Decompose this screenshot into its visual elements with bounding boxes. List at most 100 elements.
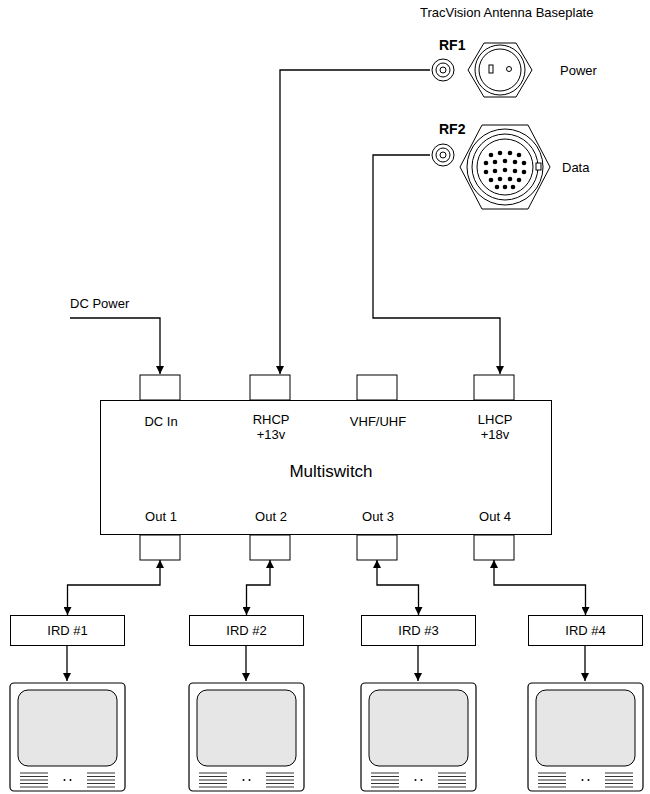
vent — [87, 787, 115, 788]
port-label: RHCP +13v — [253, 412, 290, 442]
port-label: VHF/UHF — [350, 414, 406, 429]
tv-screen — [197, 690, 296, 766]
wire — [70, 70, 500, 374]
vent — [371, 773, 399, 774]
data-connector — [460, 125, 550, 209]
port-label: Out 1 — [145, 509, 177, 524]
pin — [493, 160, 498, 165]
pin — [522, 170, 527, 175]
vent — [87, 776, 115, 777]
vent — [266, 776, 294, 777]
port-label: DC In — [144, 414, 177, 429]
knob — [243, 779, 245, 781]
vent — [438, 776, 466, 777]
vent — [20, 773, 48, 774]
vent — [199, 780, 227, 781]
vent — [20, 787, 48, 788]
pin — [513, 169, 518, 174]
vent — [199, 787, 227, 788]
port-label: LHCP +18v — [478, 412, 512, 442]
pin — [503, 185, 508, 190]
knob — [415, 779, 417, 781]
vent — [538, 783, 566, 784]
vent — [87, 773, 115, 774]
knob — [70, 779, 72, 781]
knob — [64, 779, 66, 781]
input-label: DC Power — [70, 296, 129, 311]
power-connector — [468, 43, 532, 97]
port — [140, 375, 514, 400]
pin — [517, 153, 522, 158]
port-label: Out 3 — [362, 509, 394, 524]
connector-name: Power — [560, 63, 597, 78]
vent — [438, 787, 466, 788]
tv-screen — [369, 690, 468, 766]
pin — [508, 151, 513, 156]
port-name: RF1 — [439, 38, 465, 53]
receiver-box: IRD #3 — [361, 615, 476, 646]
box-label: IRD #1 — [47, 623, 87, 638]
knob — [249, 779, 251, 781]
rf-connector — [432, 59, 454, 166]
pin — [495, 185, 500, 190]
vent — [538, 773, 566, 774]
knob — [582, 779, 584, 781]
tv-case — [10, 683, 125, 791]
port — [357, 535, 397, 560]
box-label: IRD #3 — [398, 623, 438, 638]
vent — [266, 783, 294, 784]
vent — [605, 783, 633, 784]
multiswitch-box: DC In RHCP +13v VHF/UHF LHCP +18vMultiswitc… — [100, 400, 552, 535]
port-name: RF2 — [439, 122, 465, 137]
receiver-box: IRD #1 — [10, 615, 125, 646]
pin — [508, 177, 513, 182]
vent — [605, 773, 633, 774]
receiver-box: IRD #2 — [189, 615, 304, 646]
box-label: IRD #2 — [226, 623, 266, 638]
tv-case — [528, 683, 643, 791]
tv-case — [189, 683, 304, 791]
connector-name: Data — [562, 160, 589, 175]
vent — [20, 783, 48, 784]
device-name: Multiswitch — [289, 464, 372, 479]
pin — [484, 170, 489, 175]
vent — [605, 776, 633, 777]
signal-connector — [494, 560, 586, 615]
vent — [87, 783, 115, 784]
vent — [438, 773, 466, 774]
receiver-box: IRD #4 — [528, 615, 643, 646]
video-link — [67, 646, 585, 681]
vent — [605, 787, 633, 788]
pin — [498, 177, 503, 182]
vent — [371, 776, 399, 777]
tv-case — [361, 683, 476, 791]
vent — [538, 787, 566, 788]
vent — [266, 787, 294, 788]
pin — [503, 159, 508, 164]
pin — [503, 168, 508, 173]
knob — [421, 779, 423, 781]
tv-screen — [18, 690, 117, 766]
pin — [489, 153, 494, 158]
signal-connector — [68, 560, 161, 615]
pin — [522, 161, 527, 166]
pin — [489, 178, 494, 183]
pin — [493, 169, 498, 174]
port-label: Out 4 — [479, 509, 511, 524]
port-label: Out 2 — [255, 509, 287, 524]
vent — [371, 780, 399, 781]
vent — [605, 780, 633, 781]
vent — [199, 783, 227, 784]
vent — [538, 776, 566, 777]
television — [10, 683, 643, 791]
signal-connector — [247, 560, 271, 615]
pin — [498, 151, 503, 156]
vent — [538, 780, 566, 781]
box-label: IRD #4 — [565, 623, 605, 638]
knob — [588, 779, 590, 781]
pin — [513, 160, 518, 165]
vent — [371, 783, 399, 784]
vent — [87, 780, 115, 781]
vent — [266, 773, 294, 774]
